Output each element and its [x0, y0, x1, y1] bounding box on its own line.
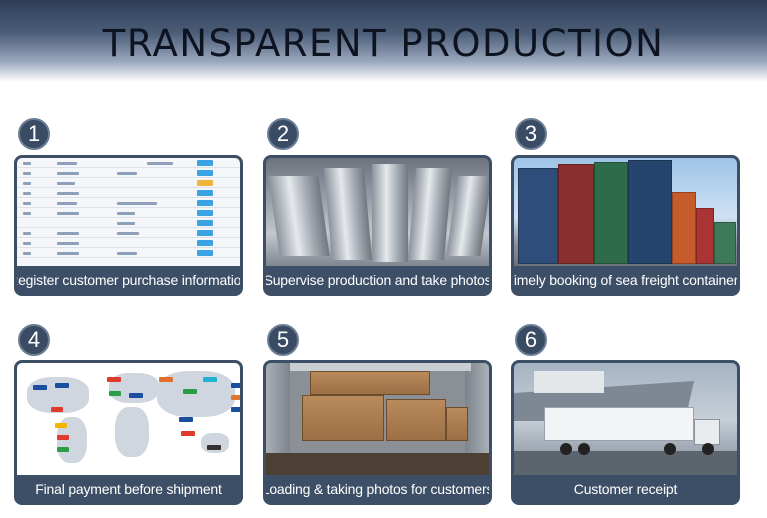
- shipping-containers-photo: [514, 158, 737, 266]
- step-card: Timely booking of sea freight containers: [511, 155, 740, 296]
- step-number-badge: 3: [515, 118, 547, 150]
- container-loading-photo: [266, 363, 489, 475]
- payment-map-graphic: [17, 363, 240, 475]
- aluminum-profiles-photo: [266, 158, 489, 266]
- step-card: Loading & taking photos for customers: [263, 360, 492, 505]
- step-card: Supervise production and take photos: [263, 155, 492, 296]
- step-number-badge: 5: [267, 324, 299, 356]
- ship-truck-photo: [514, 363, 737, 475]
- step-caption: Supervise production and take photos: [263, 271, 492, 288]
- step-card: Final payment before shipment: [14, 360, 243, 505]
- step-caption: Final payment before shipment: [35, 480, 222, 497]
- step-number-badge: 2: [267, 118, 299, 150]
- step-card: Register customer purchase information: [14, 155, 243, 296]
- spreadsheet-screenshot: [17, 158, 240, 266]
- step-number-badge: 1: [18, 118, 50, 150]
- page-title: TRANSPARENT PRODUCTION: [102, 21, 665, 65]
- step-number-badge: 6: [515, 324, 547, 356]
- step-card: Customer receipt: [511, 360, 740, 505]
- header-banner: TRANSPARENT PRODUCTION: [0, 0, 767, 82]
- step-caption: Register customer purchase information: [14, 271, 243, 288]
- step-caption: Customer receipt: [573, 480, 678, 497]
- step-number-badge: 4: [18, 324, 50, 356]
- step-caption: Timely booking of sea freight containers: [511, 271, 740, 288]
- step-caption: Loading & taking photos for customers: [263, 480, 492, 497]
